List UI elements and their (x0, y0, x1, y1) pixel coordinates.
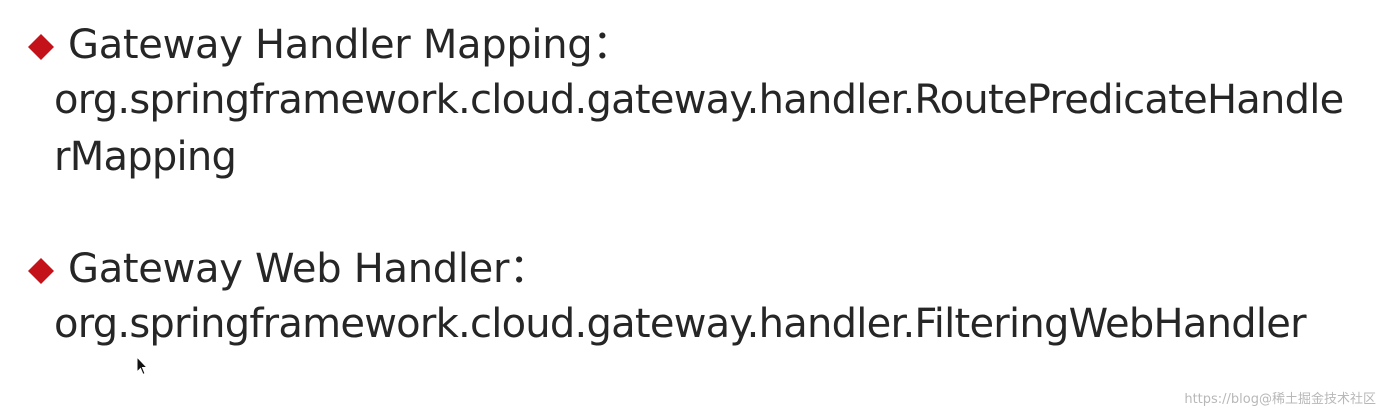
watermark: https://blog@稀土掘金技术社区 (1184, 392, 1376, 407)
bullet-body: org.springframework.cloud.gateway.handle… (54, 77, 1344, 180)
diamond-bullet-icon (28, 258, 54, 284)
bullet-title: Gateway Handler Mapping： (68, 22, 633, 68)
mouse-pointer-icon (136, 355, 149, 376)
bullet-title: Gateway Web Handler： (68, 246, 549, 292)
diamond-bullet-icon (28, 34, 54, 60)
bullet-body: org.springframework.cloud.gateway.handle… (54, 301, 1307, 347)
